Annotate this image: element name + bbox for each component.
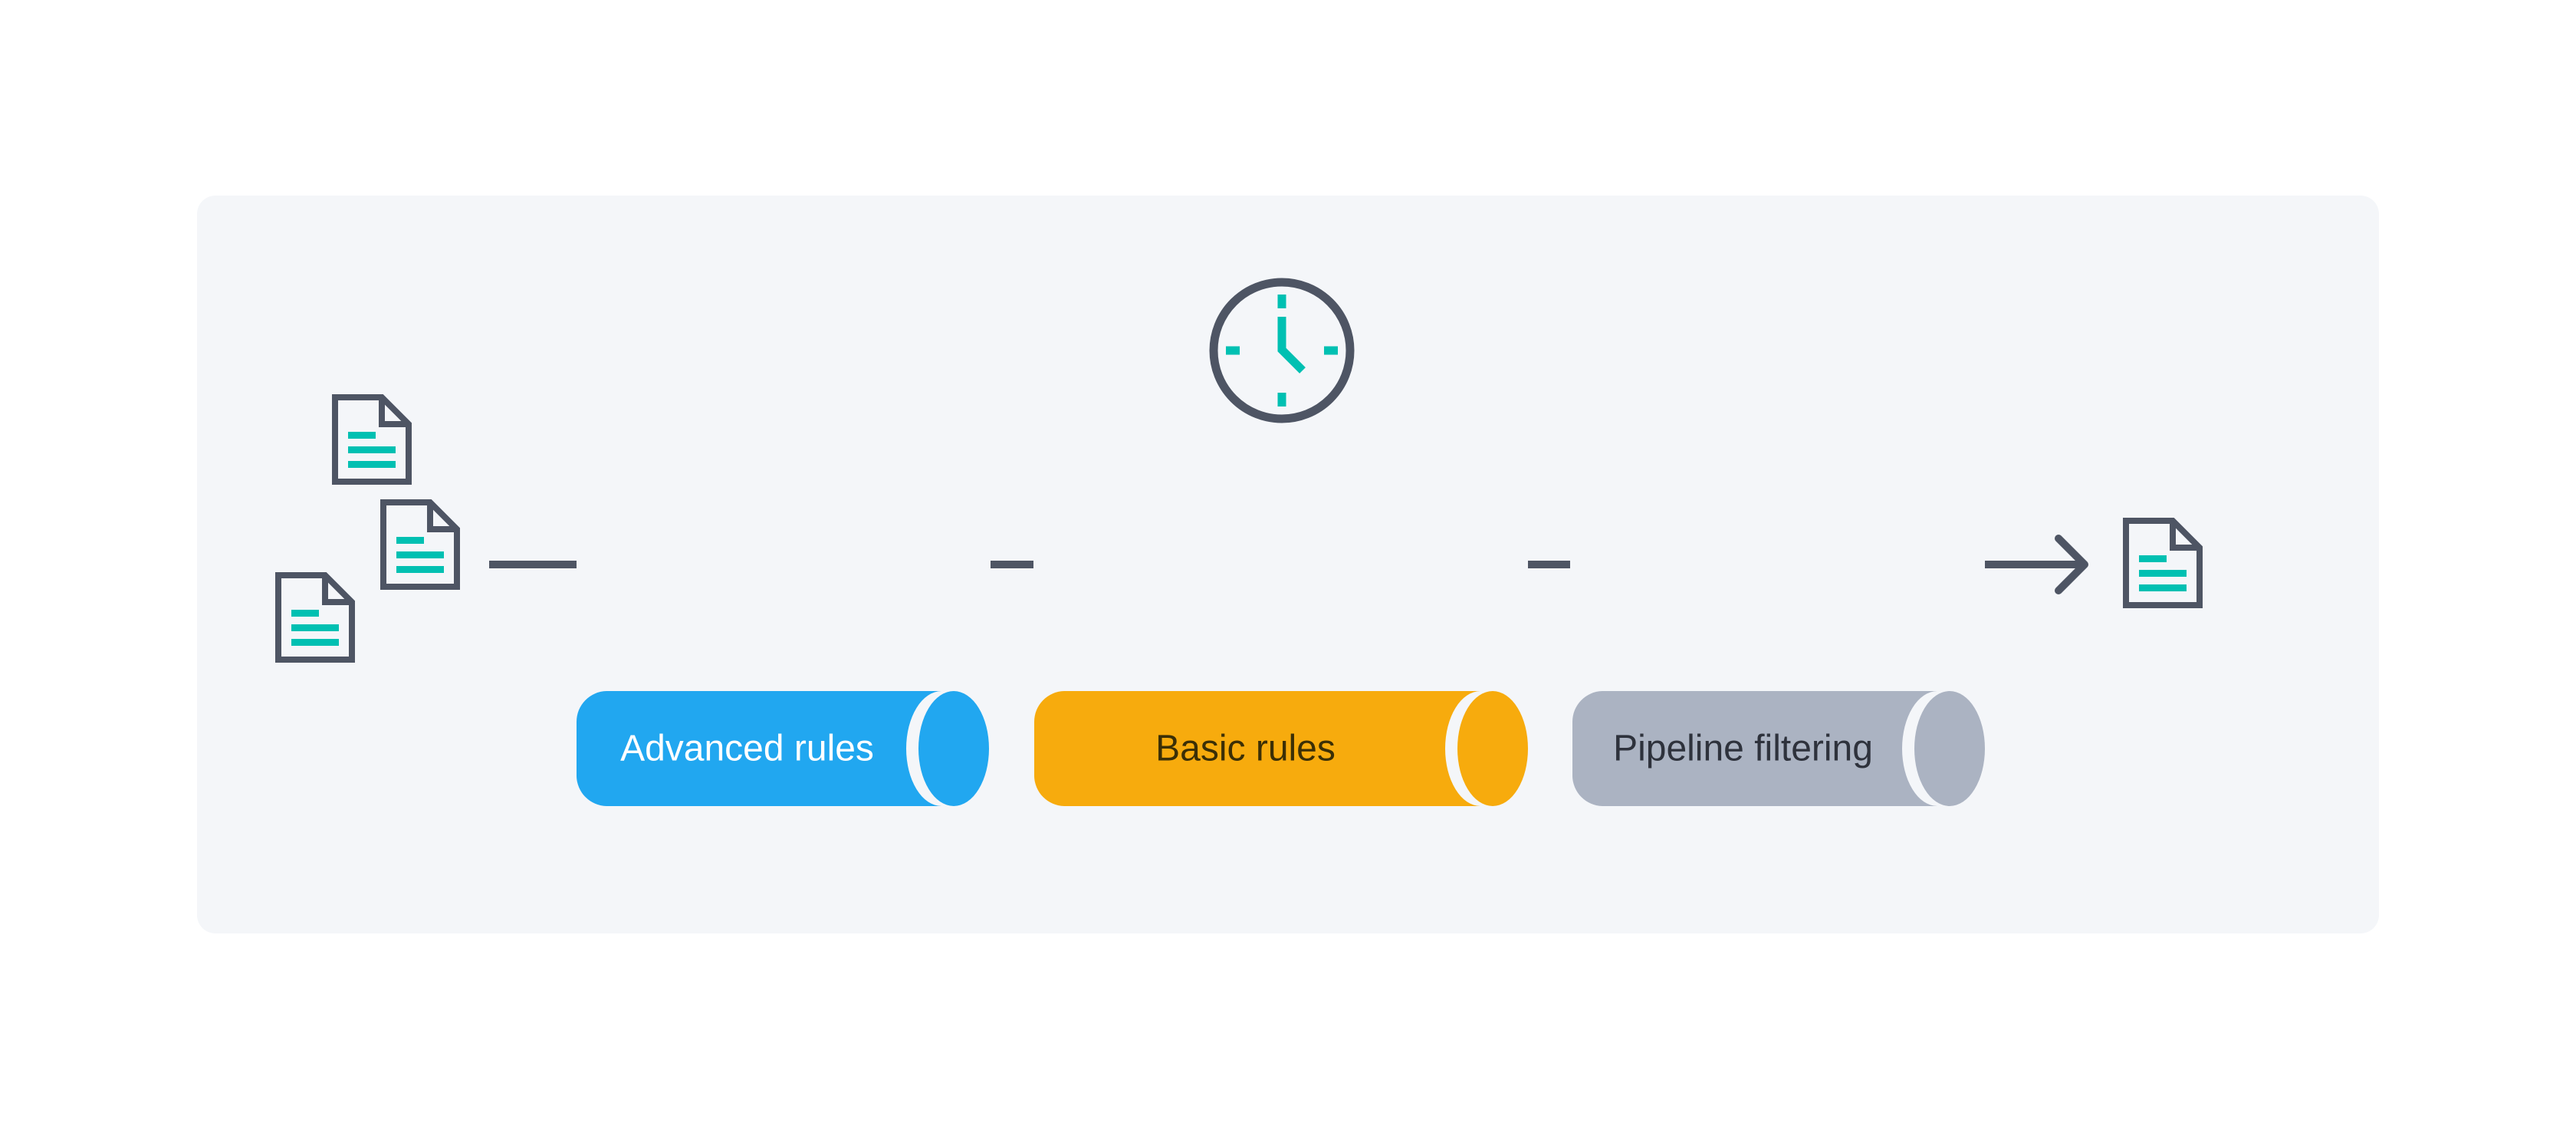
diagram-panel: Advanced rules Basic rules Pipeline filt… — [197, 196, 2379, 933]
clock-hands — [1277, 317, 1306, 374]
stage-label: Advanced rules — [620, 729, 874, 769]
stage-label: Pipeline filtering — [1613, 729, 1873, 769]
cylinder-end-cap — [1914, 691, 1985, 806]
cylinder-body — [577, 691, 941, 806]
stage-cylinder-advanced-rules: Advanced rules — [576, 690, 989, 807]
document-icon — [274, 571, 356, 663]
connector-line — [489, 561, 577, 568]
stage-label: Basic rules — [1155, 729, 1336, 769]
stage-cylinder-pipeline-filtering: Pipeline filtering — [1572, 690, 1985, 807]
document-icon — [380, 499, 461, 591]
document-icon — [2122, 517, 2203, 609]
arrow-right-icon — [1985, 535, 2088, 594]
clock-icon — [1209, 278, 1355, 423]
document-icon — [331, 393, 412, 486]
cylinder-body — [1572, 691, 1937, 806]
cylinder-end-cap — [918, 691, 989, 806]
stage-cylinder-basic-rules: Basic rules — [1033, 690, 1528, 807]
connector-line — [991, 561, 1033, 568]
cylinder-end-cap — [1457, 691, 1528, 806]
cylinder-body — [1034, 691, 1480, 806]
connector-line — [1528, 561, 1570, 568]
